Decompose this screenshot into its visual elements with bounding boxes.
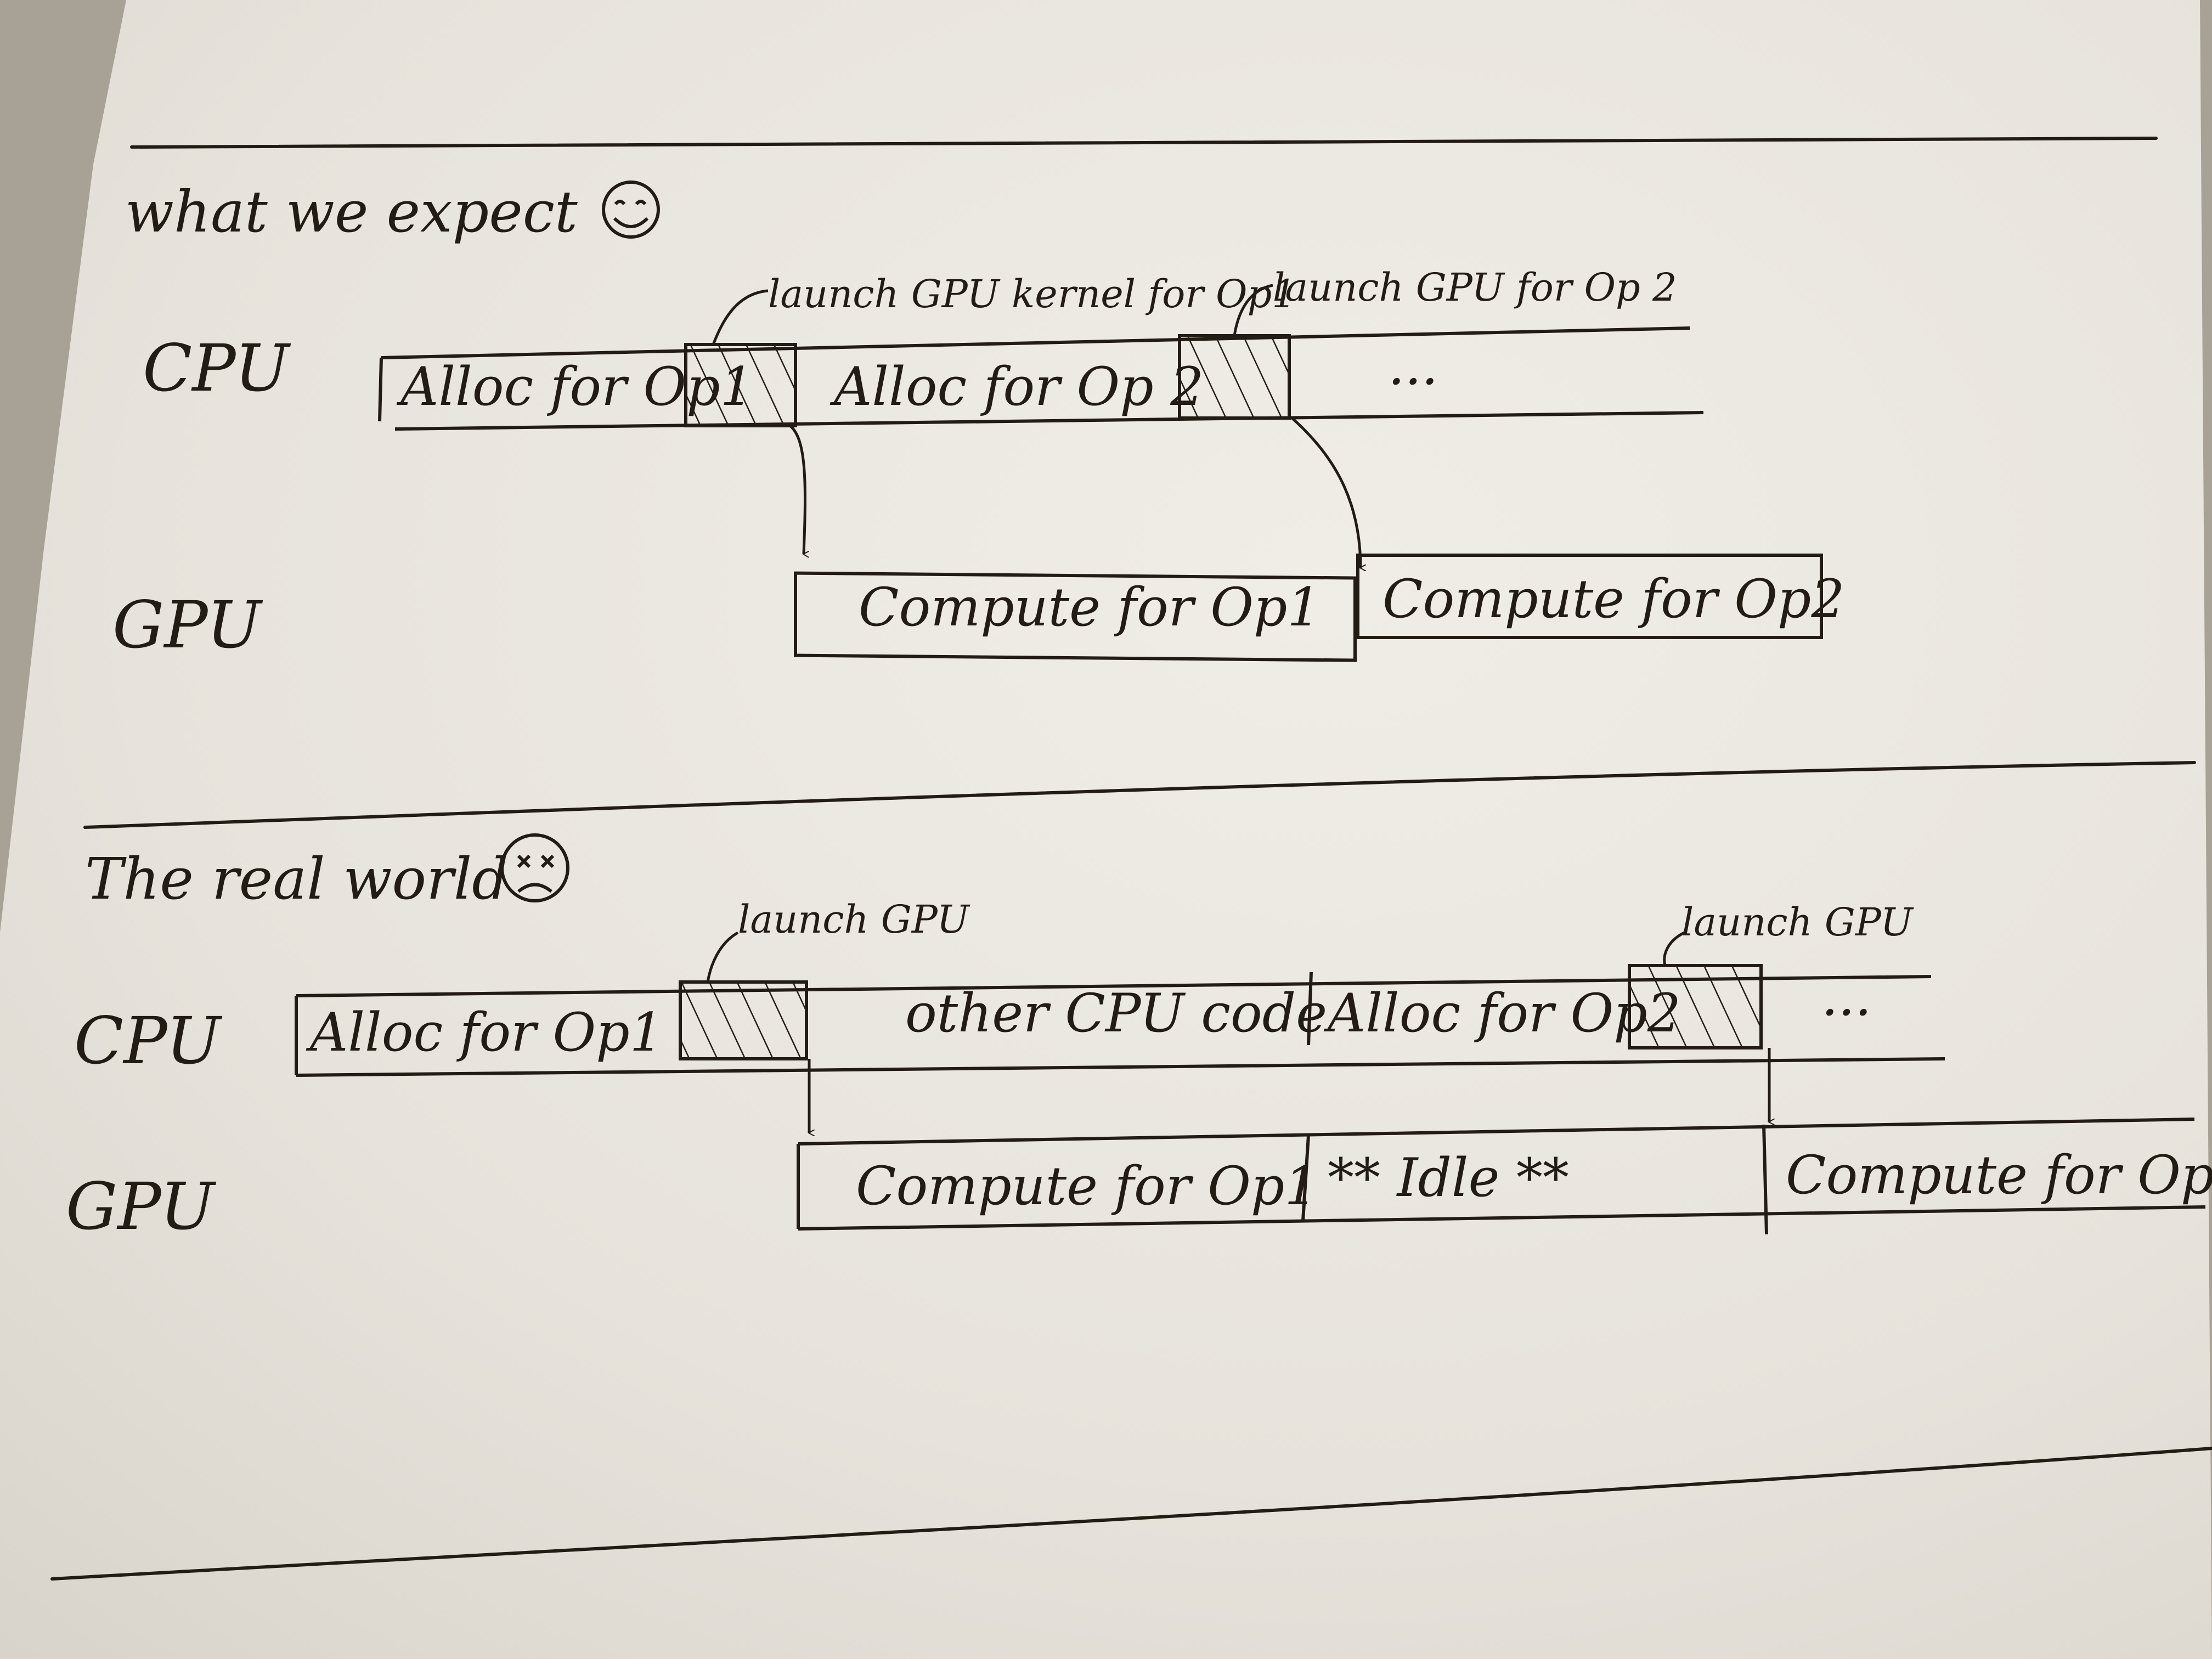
cpu-launch-slot-op2 xyxy=(1628,964,1763,1049)
cpu-block-continuation: ... xyxy=(1821,966,1872,1028)
svg-text:launch GPU: launch GPU xyxy=(1681,900,1914,945)
cpu-block-alloc-op2: Alloc for Op 2 xyxy=(830,356,1204,417)
annotation-launch-op1: launch GPU kernel for Op1 xyxy=(712,272,1296,345)
cpu-launch-slot-op2 xyxy=(1178,334,1291,420)
svg-text:Alloc for Op1: Alloc for Op1 xyxy=(306,1002,663,1063)
svg-text:...: ... xyxy=(1388,335,1438,397)
gpu-block-compute-op2: Compute for Op2 xyxy=(1383,568,1844,630)
cpu-lane xyxy=(378,326,1704,431)
gpu-block-compute-op1: Compute for Op1 xyxy=(856,1155,1318,1217)
gpu-block-compute-op2: Compute for Op2 xyxy=(1786,1144,2212,1206)
svg-text:Alloc for Op 2: Alloc for Op 2 xyxy=(830,356,1204,417)
divider-lines xyxy=(50,137,2212,1581)
cpu-block-continuation: ... xyxy=(1388,335,1438,397)
svg-text:...: ... xyxy=(1821,966,1872,1028)
svg-text:Compute for Op1: Compute for Op1 xyxy=(859,577,1321,638)
svg-text:Compute for Op1: Compute for Op1 xyxy=(856,1155,1318,1217)
annotation-launch-op2: launch GPU xyxy=(1663,900,1914,966)
svg-text:Compute for Op2: Compute for Op2 xyxy=(1786,1144,2212,1206)
cpu-launch-slot-op1 xyxy=(679,980,808,1060)
svg-text:** Idle **: ** Idle ** xyxy=(1328,1147,1569,1209)
dizzy-sad-face-icon xyxy=(500,833,569,902)
cpu-label: CPU xyxy=(74,1003,223,1079)
cpu-label: CPU xyxy=(143,330,291,406)
arrow-down-icon xyxy=(808,1048,1769,1133)
smiley-face-icon xyxy=(602,180,660,239)
gpu-label: GPU xyxy=(112,587,263,663)
section-real: The real world CPU GPU Alloc for Op1 oth… xyxy=(66,833,2212,1244)
svg-text:Compute for Op2: Compute for Op2 xyxy=(1383,568,1844,630)
gpu-label: GPU xyxy=(66,1169,217,1244)
svg-text:Alloc for Op2: Alloc for Op2 xyxy=(1323,983,1681,1044)
gpu-block-compute-op1: Compute for Op1 xyxy=(859,577,1321,638)
annotation-launch-op1: launch GPU xyxy=(706,897,970,983)
cpu-block-alloc-op2: Alloc for Op2 xyxy=(1323,983,1681,1044)
svg-text:other CPU code: other CPU code xyxy=(905,983,1327,1044)
svg-text:launch GPU: launch GPU xyxy=(738,897,970,942)
section-heading: The real world xyxy=(85,845,509,912)
cpu-block-other-code: other CPU code xyxy=(905,983,1327,1044)
gpu-block-idle: ** Idle ** xyxy=(1328,1147,1569,1209)
arrow-down-icon xyxy=(789,417,1361,568)
section-expected: what we expect CPU GPU Alloc for Op1 All… xyxy=(112,178,1844,663)
section-heading: what we expect xyxy=(125,178,578,245)
svg-text:launch GPU for Op 2: launch GPU for Op 2 xyxy=(1273,265,1677,310)
gpu-lane xyxy=(797,1118,2206,1235)
cpu-block-alloc-op1: Alloc for Op1 xyxy=(306,1002,663,1063)
cpu-launch-slot-op1 xyxy=(684,343,797,427)
svg-text:launch GPU kernel for Op1: launch GPU kernel for Op1 xyxy=(768,272,1296,317)
gpu-lane xyxy=(794,554,1823,662)
annotation-launch-op2: launch GPU for Op 2 xyxy=(1233,265,1677,336)
